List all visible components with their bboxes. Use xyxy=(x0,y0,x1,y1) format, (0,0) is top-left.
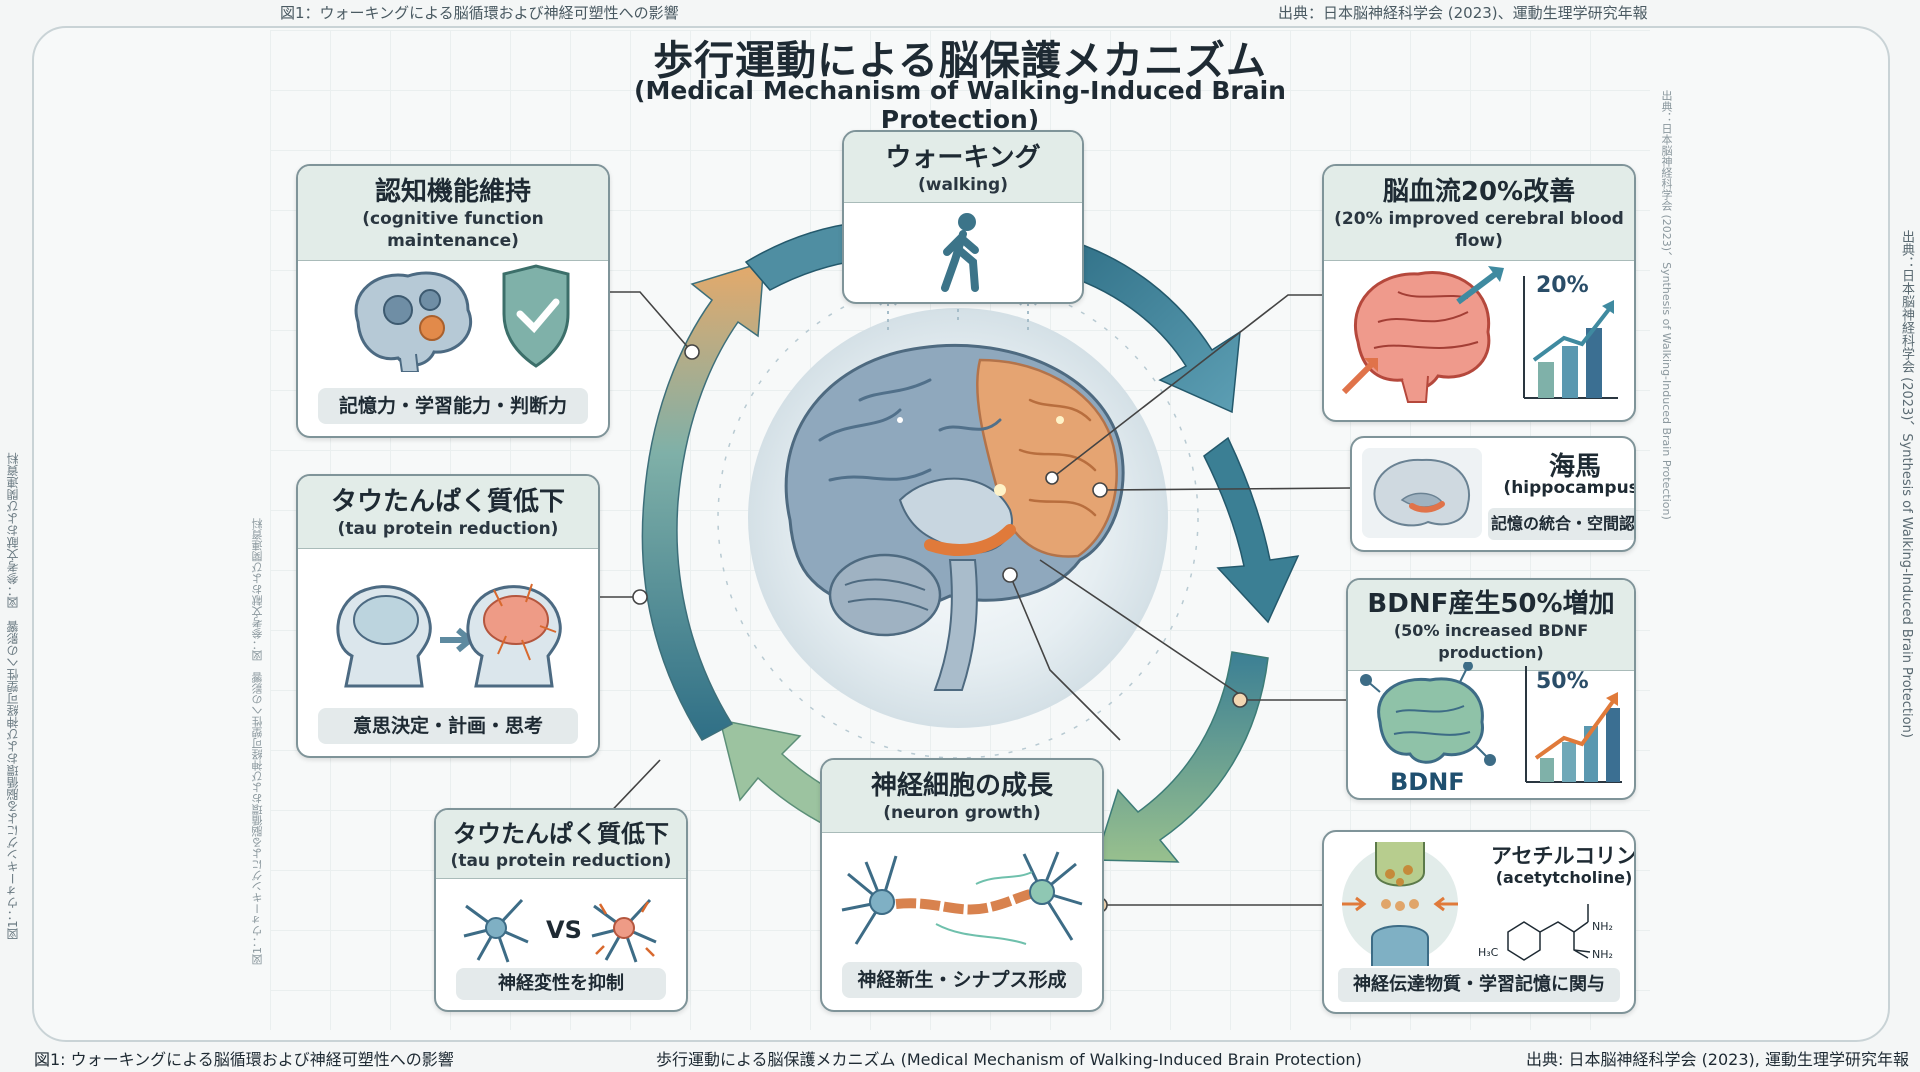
node-tau-bottom: タウたんぱく質低下 (tau protein reduction) VS 神経変… xyxy=(434,808,688,1012)
node-blood-flow-title: 脳血流20%改善 xyxy=(1382,177,1576,207)
node-cognitive-footer: 記憶力・学習能力・判断力 xyxy=(318,388,588,424)
top-left-caption: 図1：ウォーキングによる脳循環および神経可塑性への影響 xyxy=(280,4,679,22)
bottom-right-caption: 出典: 日本脳神経科学会 (2023), 運動生理学研究年報 xyxy=(1526,1050,1909,1069)
bdnf-stat: 50% xyxy=(1536,669,1589,694)
page-title: 歩行運動による脳保護メカニズム xyxy=(653,38,1267,84)
node-walking-subtitle: (walking) xyxy=(918,175,1008,195)
bdnf-brain-chart-icon: BDNF 50% xyxy=(1360,662,1622,794)
top-right-caption: 出典：日本脳神経科学会 (2023)、運動生理学研究年報 xyxy=(1278,4,1648,22)
node-neuron: 神経細胞の成長 (neuron growth) 神経新生・シナプス形成 xyxy=(820,758,1104,1012)
cycle-arrow-left xyxy=(641,260,765,741)
node-hippocampus-footer: 記憶の統合・空間認識 xyxy=(1488,508,1634,540)
node-walking: ウォーキング (walking) xyxy=(842,130,1084,304)
brain-gears-shield-icon xyxy=(354,264,570,372)
node-bdnf-title: BDNF産生50%増加 xyxy=(1367,589,1615,619)
vertical-right-caption: 出典：日本脳神経科学会 (2023)、Synthesis of Walking-… xyxy=(1899,230,1914,738)
cycle-arrow-bottom-right xyxy=(1094,651,1269,863)
neuron-vs-icon: VS xyxy=(463,898,657,963)
node-tau-left-subtitle: (tau protein reduction) xyxy=(337,519,559,539)
bdnf-label: BDNF xyxy=(1390,768,1465,794)
node-hippocampus-subtitle: (hippocampus) xyxy=(1503,478,1636,498)
node-neuron-footer: 神経新生・シナプス形成 xyxy=(842,962,1082,998)
blood-flow-stat: 20% xyxy=(1536,273,1589,298)
node-neuron-subtitle: (neuron growth) xyxy=(883,803,1041,823)
blood-flow-brain-chart-icon: 20% xyxy=(1341,266,1618,403)
node-neuron-title: 神経細胞の成長 xyxy=(870,771,1053,801)
node-walking-title: ウォーキング xyxy=(885,143,1041,173)
node-bdnf-subtitle: (50% increased BDNF production) xyxy=(1393,621,1589,662)
node-tau-bottom-subtitle: (tau protein reduction) xyxy=(450,851,672,871)
vertical-right-faint-caption: 出典：日本脳神経科学会 (2023)、Synthesis of Walking-… xyxy=(1660,90,1673,520)
node-tau-bottom-footer: 神経変性を抑制 xyxy=(456,968,666,1000)
node-acetylcholine-subtitle: (acetytcholine) xyxy=(1495,868,1633,887)
walking-person-icon xyxy=(941,213,979,292)
synapse-icon xyxy=(1342,842,1458,966)
node-bdnf: BDNF産生50%増加 (50% increased BDNF producti… xyxy=(1346,578,1636,800)
node-tau-left: タウたんぱく質低下 (tau protein reduction) 意思決定・計… xyxy=(296,474,600,758)
node-acetylcholine-title: アセチルコリン xyxy=(1490,844,1636,868)
cycle-arrow-right-upper xyxy=(1203,436,1300,624)
neuron-growth-icon xyxy=(841,851,1083,945)
node-acetylcholine: アセチルコリン (acetytcholine) NH₂ NH₂ H₃C 神経伝達… xyxy=(1322,830,1636,1014)
page-subtitle: (Medical Mechanism of Walking-Induced Br… xyxy=(634,76,1286,134)
chem-label-h3c: H₃C xyxy=(1478,946,1499,959)
node-hippocampus: 海馬 (hippocampus) 記憶の統合・空間認識 xyxy=(1350,436,1636,552)
node-tau-left-footer: 意思決定・計画・思考 xyxy=(318,708,578,744)
node-cognitive-title: 認知機能維持 xyxy=(374,177,531,207)
bottom-left-caption: 図1: ウォーキングによる脳循環および神経可塑性への影響 xyxy=(34,1050,454,1069)
central-brain-illustration xyxy=(784,280,1125,691)
node-hippocampus-title: 海馬 xyxy=(1548,452,1601,482)
chem-label-nh2-top: NH₂ xyxy=(1592,920,1613,933)
chem-label-nh2-bottom: NH₂ xyxy=(1592,948,1613,961)
node-acetylcholine-footer: 神経伝達物質・学習記憶に関与 xyxy=(1338,968,1620,1002)
acetylcholine-structure-icon: NH₂ NH₂ H₃C xyxy=(1478,904,1613,961)
node-tau-left-title: タウたんぱく質低下 xyxy=(330,487,565,517)
node-blood-flow-subtitle: (20% improved cerebral blood flow) xyxy=(1334,209,1624,251)
node-cognitive: 認知機能維持 (cognitive function maintenance) … xyxy=(296,164,610,438)
node-blood-flow: 脳血流20%改善 (20% improved cerebral blood fl… xyxy=(1322,164,1636,422)
bottom-center-caption: 歩行運動による脳保護メカニズム (Medical Mechanism of Wa… xyxy=(656,1050,1362,1069)
hippocampus-brain-icon xyxy=(1362,448,1482,538)
node-tau-bottom-title: タウたんぱく質低下 xyxy=(453,820,669,848)
inner-dashed-ring xyxy=(717,277,1199,759)
head-comparison-icon xyxy=(336,583,562,688)
node-cognitive-subtitle: (cognitive function maintenance) xyxy=(362,209,544,251)
vs-label: VS xyxy=(546,916,582,944)
